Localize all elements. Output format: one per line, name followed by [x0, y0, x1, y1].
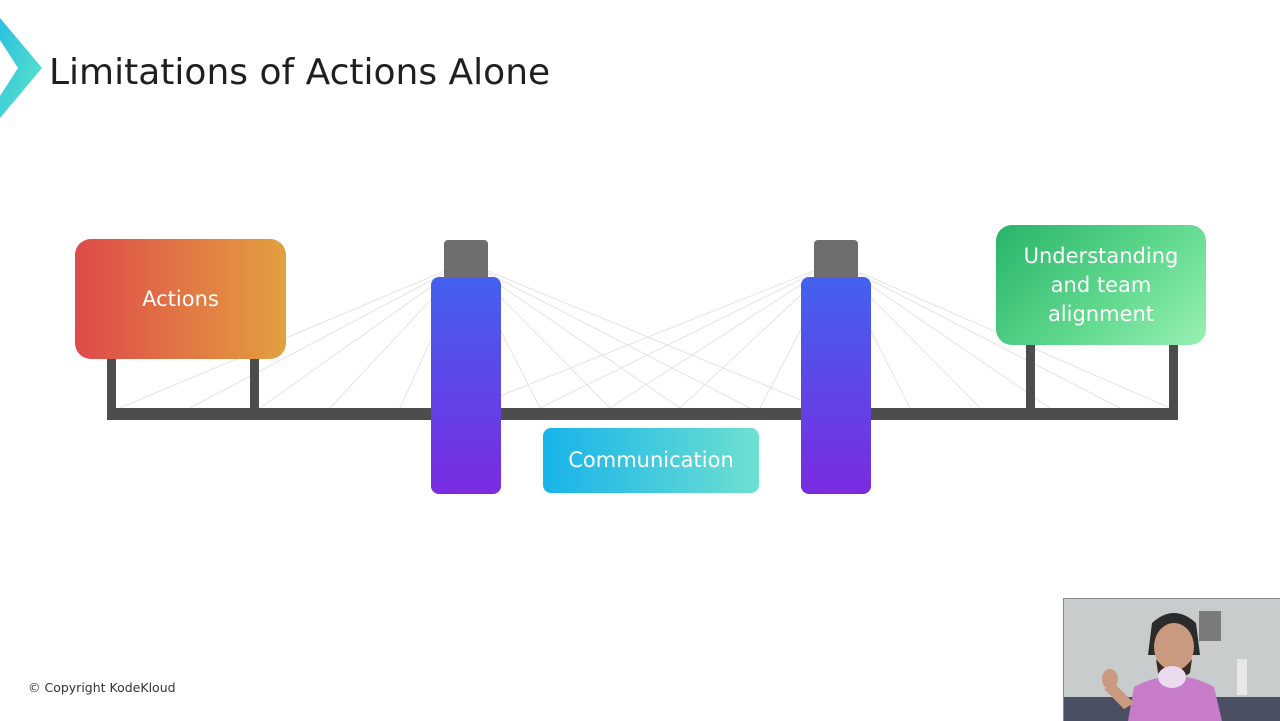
- copyright-text: © Copyright KodeKloud: [28, 680, 176, 695]
- presenter-illustration: [1064, 599, 1280, 721]
- support-post: [1169, 341, 1178, 411]
- support-post: [250, 355, 259, 411]
- support-post: [1026, 341, 1035, 411]
- tower-left: [431, 277, 501, 494]
- actions-label: Actions: [142, 286, 219, 311]
- tower-cap: [814, 240, 858, 280]
- tower-cap: [444, 240, 488, 280]
- kodekloud-logo-icon: [0, 18, 42, 118]
- slide-title: Limitations of Actions Alone: [49, 52, 551, 93]
- tower-right: [801, 277, 871, 494]
- understanding-label: Understanding and team alignment: [1023, 243, 1179, 326]
- actions-box: Actions: [75, 239, 286, 359]
- support-post: [107, 355, 116, 411]
- communication-box: Communication: [543, 428, 759, 493]
- presenter-webcam: [1063, 598, 1280, 721]
- bridge-deck: [107, 408, 1178, 420]
- understanding-box: Understanding and team alignment: [996, 225, 1206, 345]
- communication-label: Communication: [568, 448, 734, 472]
